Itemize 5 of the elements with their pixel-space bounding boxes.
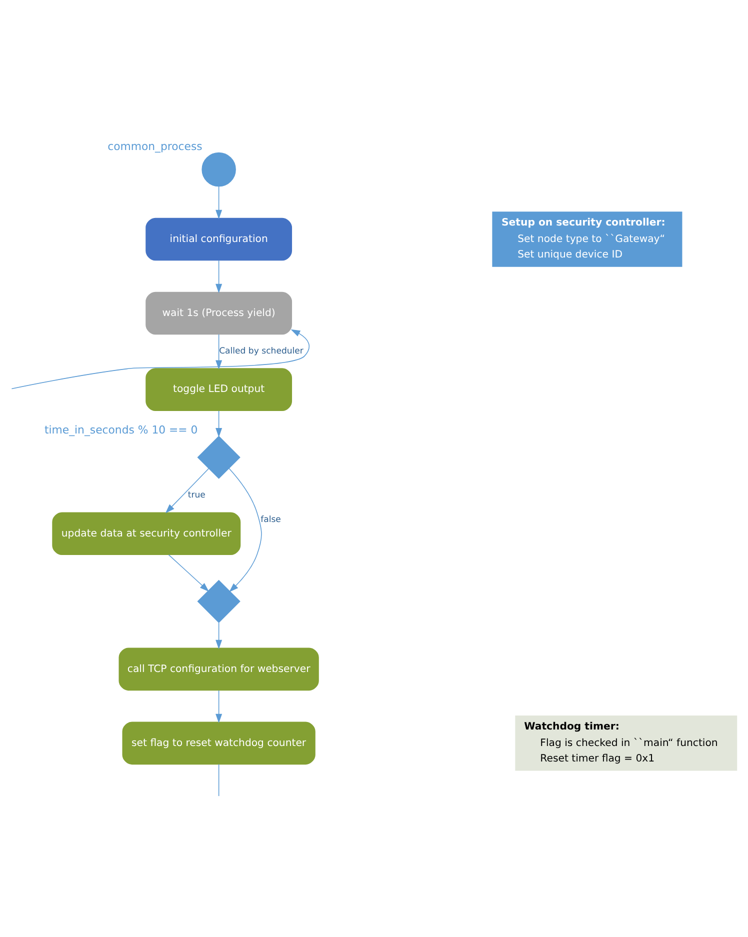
- edge-label: true: [188, 490, 206, 500]
- edge-label: false: [260, 514, 281, 524]
- node-label: time_in_seconds % 10 == 0: [44, 422, 198, 436]
- node-label: common_process: [108, 139, 202, 152]
- edge-label: Called by scheduler: [219, 346, 304, 356]
